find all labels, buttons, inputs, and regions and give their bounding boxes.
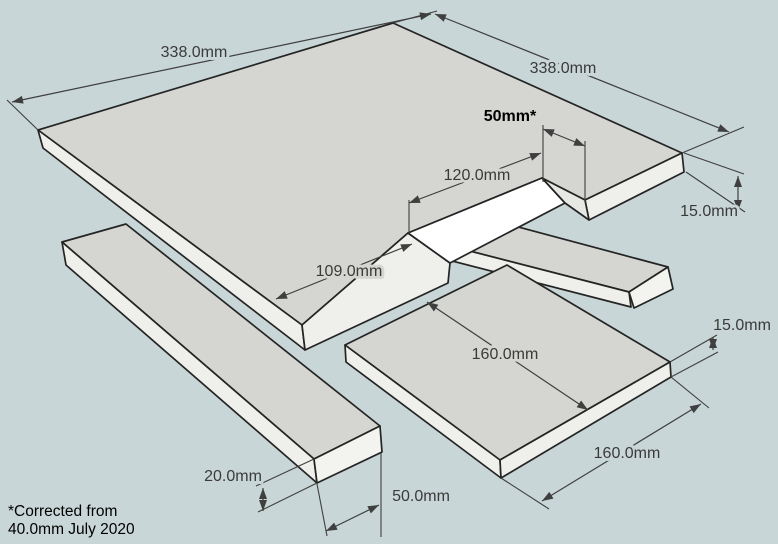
- dim-small-panel-length-label: 160.0mm: [594, 445, 661, 462]
- dim-bar-width-label: 50.0mm: [392, 488, 450, 505]
- dim-edge-to-notch-label: 109.0mm: [316, 263, 383, 280]
- dim-notch-depth: 50mm*: [481, 105, 586, 203]
- cross-bar-end-face: [628, 266, 674, 309]
- dim-panel-width-right-label: 338.0mm: [530, 60, 597, 77]
- dim-notch-length: 120.0mm: [408, 152, 542, 233]
- dim-panel-width-left-label: 338.0mm: [161, 44, 228, 61]
- dim-notch-depth-label: 50mm*: [484, 108, 537, 125]
- dim-edge-to-notch: 109.0mm: [275, 243, 413, 300]
- dim-small-panel-width-label: 160.0mm: [472, 346, 539, 363]
- dim-panel-width-left: 338.0mm: [6, 10, 438, 131]
- dim-small-panel-thickness-label: 15.0mm: [713, 317, 771, 334]
- dim-small-panel-width: 160.0mm: [426, 301, 589, 411]
- dim-notch-length-label: 120.0mm: [444, 167, 511, 184]
- dim-panel-thickness-label: 15.0mm: [680, 203, 738, 220]
- footnote: *Corrected from 40.0mm July 2020: [8, 503, 135, 538]
- dim-bar-height-label: 20.0mm: [204, 468, 262, 485]
- dim-bar-width: 50.0mm: [316, 453, 453, 537]
- dim-panel-width-right: 338.0mm: [434, 13, 745, 154]
- footnote-line2: 40.0mm July 2020: [8, 521, 135, 538]
- dim-panel-thickness: 15.0mm: [677, 152, 746, 223]
- left-bar-end-face: [313, 425, 383, 484]
- dim-small-panel-length: 160.0mm: [500, 376, 710, 510]
- dim-bar-height: 20.0mm: [201, 458, 318, 513]
- dim-small-panel-thickness: 15.0mm: [669, 314, 774, 378]
- footnote-line1: *Corrected from: [8, 503, 117, 520]
- notch-side-face: [541, 177, 590, 221]
